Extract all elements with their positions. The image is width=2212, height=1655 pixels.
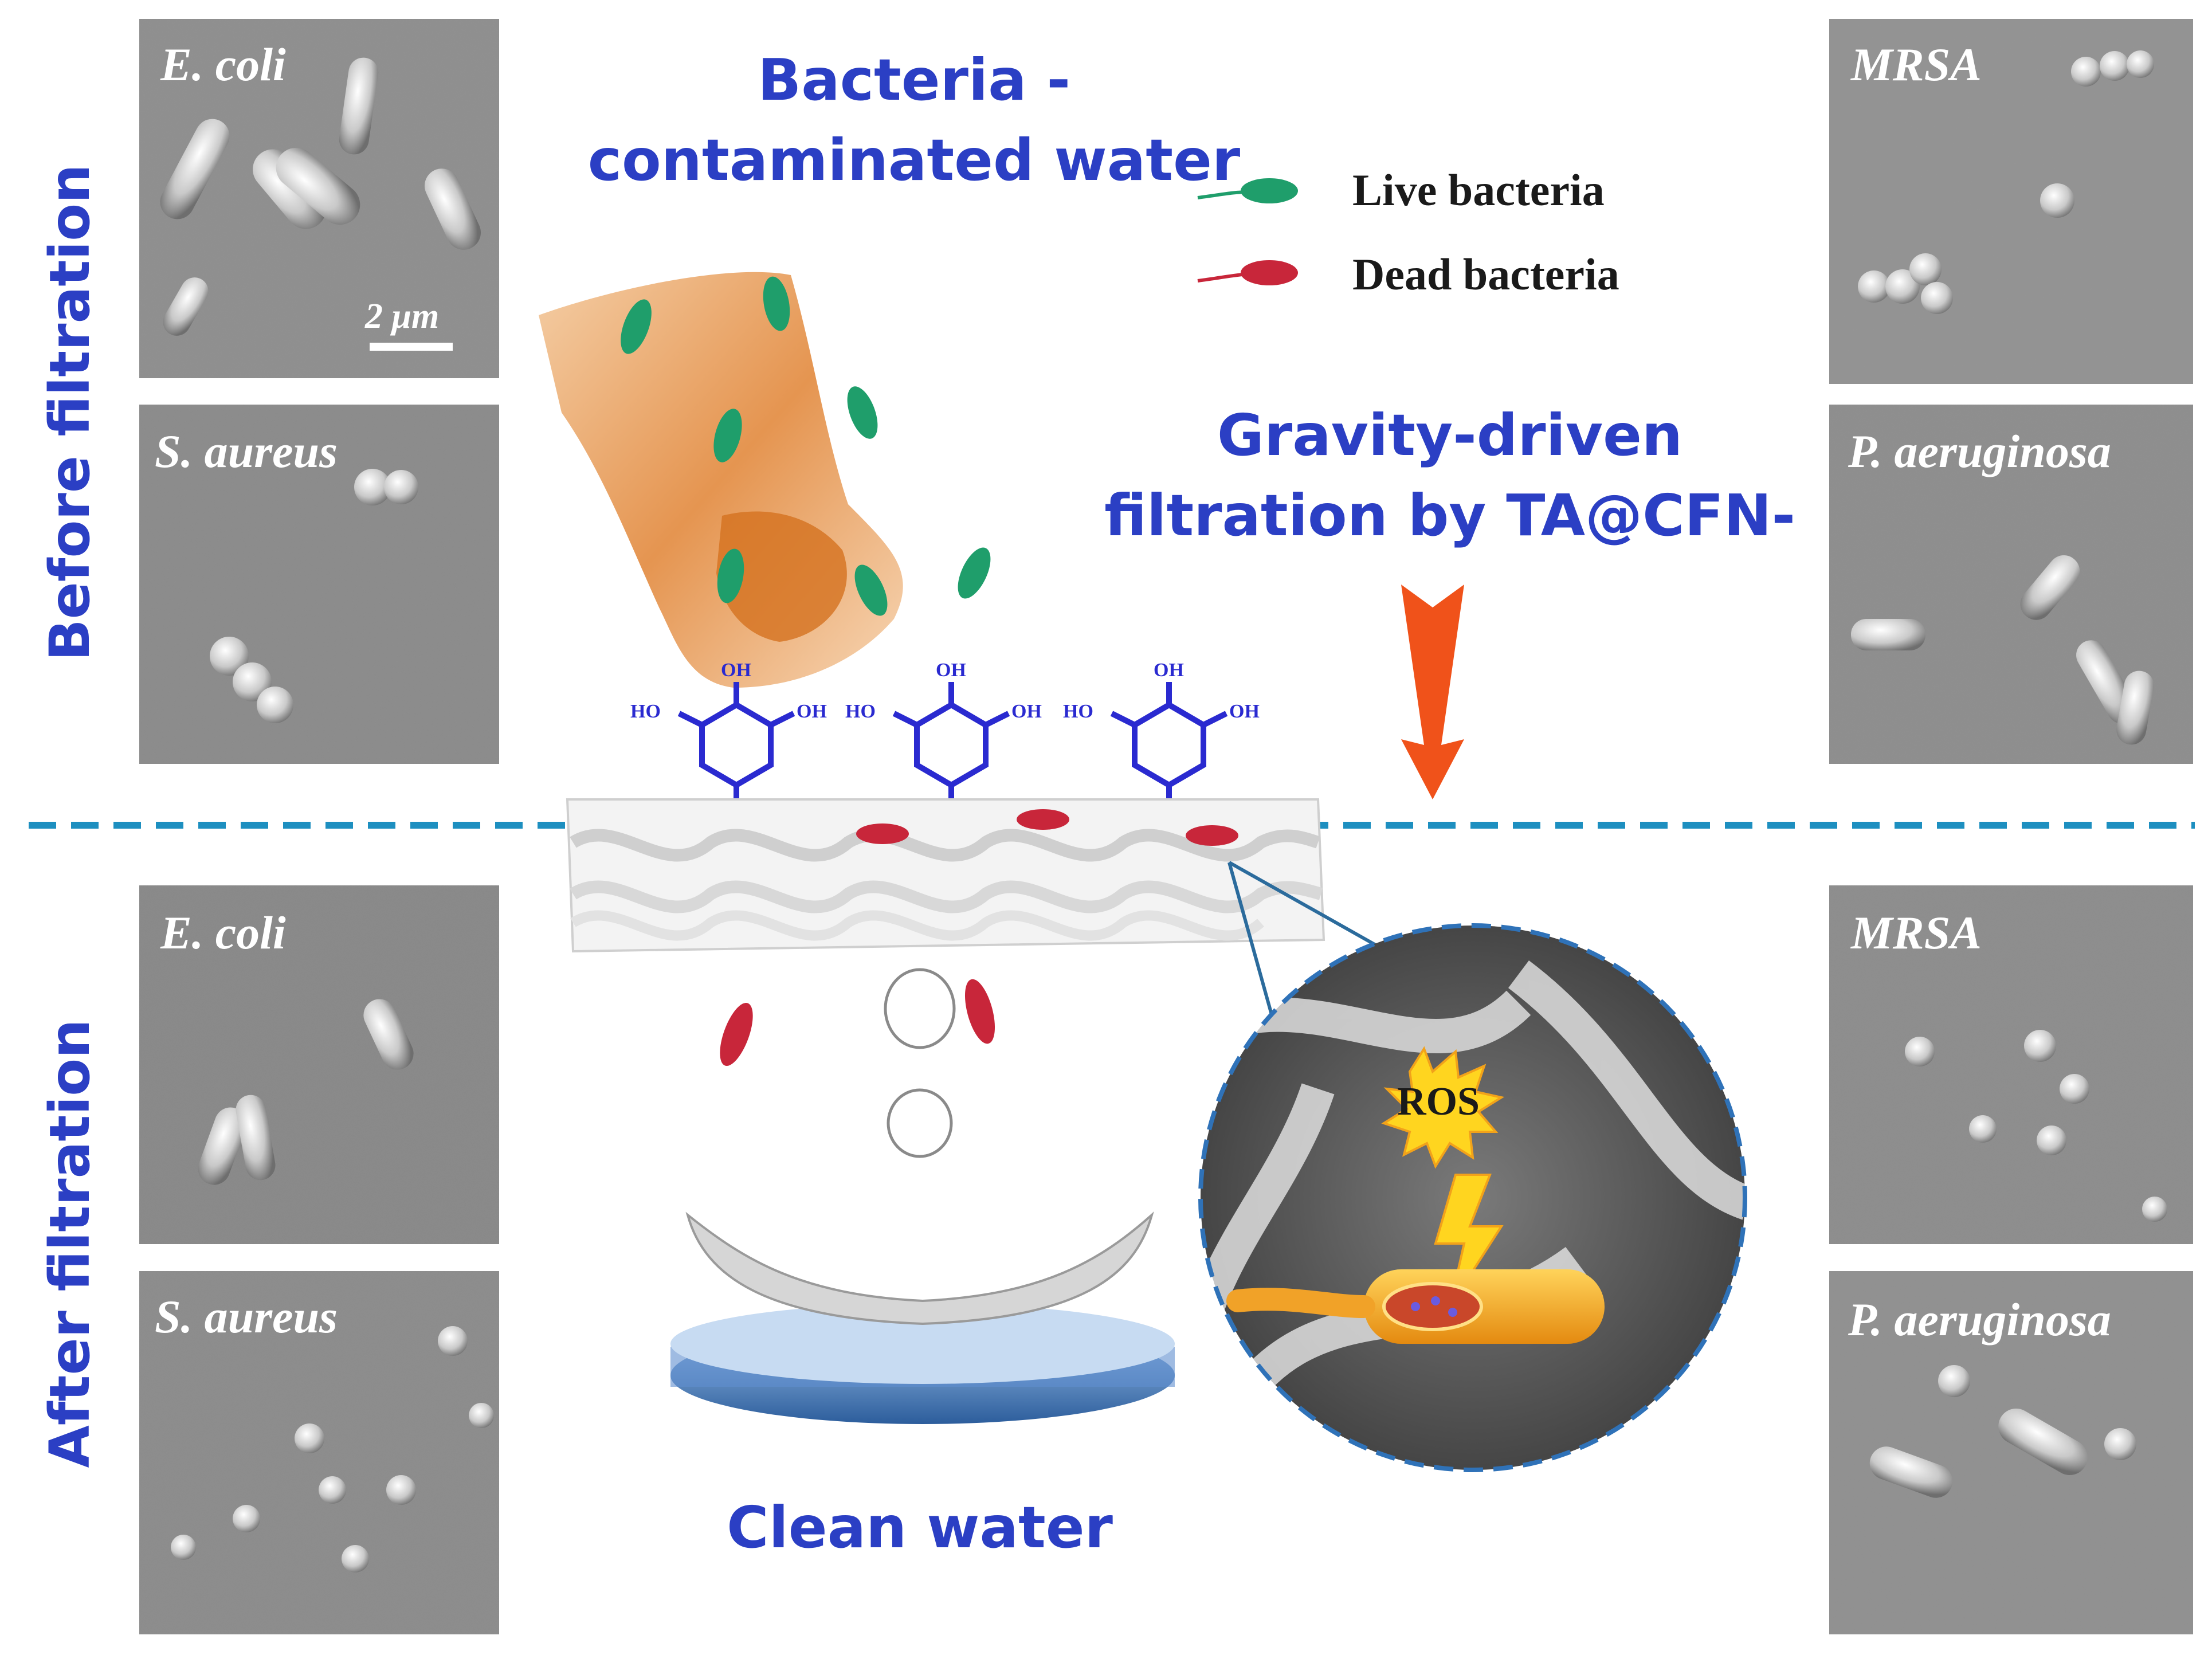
chem-label-ho: HO	[630, 701, 661, 722]
sem-panel-bottom-left-2	[139, 1271, 499, 1634]
sem-panel-top-left-1	[139, 19, 499, 378]
sem-label-mrsa-before: MRSA	[1850, 38, 1982, 91]
legend-live-label: Live bacteria	[1352, 165, 1605, 215]
chem-label-oh: OH	[797, 701, 827, 722]
sem-panel-top-right-2	[1829, 405, 2193, 764]
chem-label-oh: OH	[1154, 660, 1184, 681]
sem-label-saureus-after: S. aureus	[155, 1291, 338, 1343]
sem-label-saureus-before: S. aureus	[155, 425, 338, 477]
sem-label-paeruginosa-before: P. aeruginosa	[1848, 425, 2111, 477]
lightning-icon	[1434, 1174, 1504, 1308]
sem-panel-bottom-right-1	[1829, 885, 2193, 1244]
contaminated-water-title: Bacteria - contaminated water	[587, 46, 1241, 194]
chem-label-oh: OH	[1011, 701, 1042, 722]
dead-bacteria-group	[720, 809, 1238, 1066]
ros-label: ROS	[1397, 1080, 1480, 1124]
sem-label-mrsa-after: MRSA	[1850, 907, 1982, 959]
bacterium-cutaway	[1226, 1269, 1605, 1344]
side-label-after-filtration: After filtration	[38, 1019, 102, 1468]
side-label-before-filtration: Before filtration	[38, 164, 102, 661]
live-bacteria-group	[621, 276, 991, 616]
contaminated-water-stream	[539, 272, 903, 688]
zoom-connector-lines	[1227, 861, 1388, 1038]
chem-label-ho: HO	[845, 701, 876, 722]
flow-arrow-icon	[1401, 585, 1464, 799]
filtration-title: Gravity-driven filtration by TA@CFN-M	[1104, 402, 1796, 567]
tannic-acid-labels: OH HO OH OH HO OH OH HO OH	[630, 660, 1260, 722]
sem-label-ecoli-after: E. coli	[160, 907, 286, 959]
water-droplets	[884, 968, 956, 1158]
sem-label-paeruginosa-after: P. aeruginosa	[1848, 1293, 2111, 1346]
clean-water-dish	[670, 1211, 1175, 1424]
sem-panel-bottom-left-1	[139, 885, 499, 1244]
scalebar-label: 2 μm	[364, 297, 439, 336]
legend-dead-icon	[1197, 260, 1298, 285]
ros-burst-icon	[1381, 1046, 1505, 1169]
chem-label-ho: HO	[1063, 701, 1093, 722]
zoom-detail-circle: ROS	[1198, 923, 1747, 1472]
clean-water-title: Clean water	[727, 1494, 1113, 1561]
legend-live-icon	[1197, 178, 1298, 203]
chem-label-oh: OH	[936, 660, 966, 681]
fiber-membrane	[566, 798, 1325, 953]
sem-panel-top-left-2	[139, 405, 499, 764]
chem-label-oh: OH	[1229, 701, 1260, 722]
chem-label-oh: OH	[721, 660, 751, 681]
legend-dead-label: Dead bacteria	[1352, 249, 1619, 299]
sem-panel-bottom-right-2	[1829, 1271, 2193, 1634]
sem-panel-top-right-1	[1829, 19, 2193, 384]
sem-label-ecoli-before: E. coli	[160, 38, 286, 91]
legend: Live bacteria Dead bacteria	[1197, 165, 1619, 299]
